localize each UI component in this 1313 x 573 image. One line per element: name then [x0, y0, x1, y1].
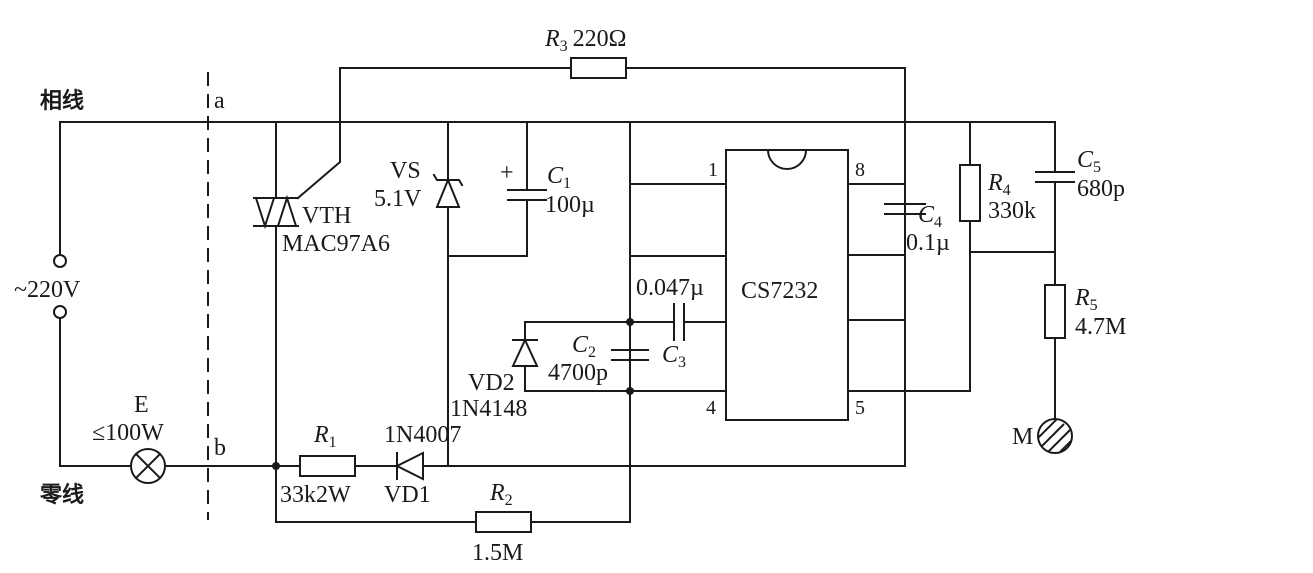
triac-vth [253, 67, 572, 230]
phase-line [59, 121, 1056, 256]
lamp-ref-label: E [134, 392, 149, 418]
vd1-part-label: 1N4007 [384, 422, 461, 448]
c1-value-label: 100µ [545, 192, 595, 218]
diode-vd1 [394, 451, 449, 481]
capacitor-c3 [524, 303, 727, 341]
c2-value-label: 4700p [548, 360, 608, 386]
capacitor-c4 [884, 203, 926, 215]
lamp-rating-label: ≤100W [92, 420, 164, 446]
ic-part-label: CS7232 [741, 278, 818, 304]
r5-ref-label: R5 [1074, 285, 1098, 314]
c5-ref-label: C5 [1077, 147, 1101, 176]
c4-ref-label: C4 [918, 202, 942, 231]
point-b-label: b [214, 435, 226, 461]
ic-pin-5-label: 5 [855, 397, 865, 419]
neutral-line-label: 零线 [39, 482, 84, 508]
triac-ref-label: VTH [302, 203, 351, 229]
c4-value-label: 0.1µ [906, 230, 950, 256]
ic-pin-1-label: 1 [708, 159, 718, 181]
junction-c2 [626, 387, 634, 395]
r4-ref-label: R4 [987, 170, 1011, 199]
c1-ref-label: C1 [547, 163, 571, 192]
r1-ref-label: R1 [313, 422, 337, 451]
triac-part-label: MAC97A6 [282, 231, 390, 257]
r2-ref-label: R2 [489, 480, 513, 509]
vd1-ref-label: VD1 [384, 482, 431, 508]
r4-value-label: 330k [988, 198, 1036, 224]
ic-pin-8-label: 8 [855, 159, 865, 181]
junction-c3 [626, 318, 634, 326]
r5-value-label: 4.7M [1075, 314, 1126, 340]
capacitor-c2 [611, 349, 649, 361]
mains-voltage-label: ~220V [14, 277, 81, 303]
touch-electrode-m [1037, 418, 1073, 454]
zener-value-label: 5.1V [374, 186, 422, 212]
ic-cs7232 [725, 149, 849, 421]
vd2-ref-label: VD2 [468, 370, 515, 396]
ic-pin-4-label: 4 [706, 397, 716, 419]
r2-value-label: 1.5M [472, 540, 523, 566]
zener-vs [432, 121, 464, 467]
capacitor-c1 [447, 121, 547, 257]
lamp-e [130, 448, 166, 484]
resistor-r4 [959, 121, 981, 392]
c3-ref-label: C3 [662, 342, 686, 371]
resistor-r2 [275, 511, 631, 533]
capacitor-c5 [1035, 121, 1075, 286]
c2-ref-label: C2 [572, 332, 596, 361]
mains-terminal-top [53, 254, 67, 268]
point-a-label: a [214, 88, 225, 114]
vd2-part-label: 1N4148 [450, 396, 527, 422]
resistor-r1 [299, 455, 398, 477]
r1-value-label: 33k2W [280, 482, 351, 508]
c3-value-label: 0.047µ [636, 275, 704, 301]
c1-polarity-mark: + [500, 160, 514, 186]
resistor-r5 [1044, 284, 1066, 419]
phase-line-label: 相线 [40, 88, 84, 114]
mains-terminal-bottom [53, 305, 67, 319]
resistor-r3 [570, 57, 906, 467]
touch-electrode-label: M [1012, 424, 1033, 450]
diode-vd2 [511, 321, 631, 392]
zener-ref-label: VS [390, 158, 421, 184]
c5-value-label: 680p [1077, 176, 1125, 202]
